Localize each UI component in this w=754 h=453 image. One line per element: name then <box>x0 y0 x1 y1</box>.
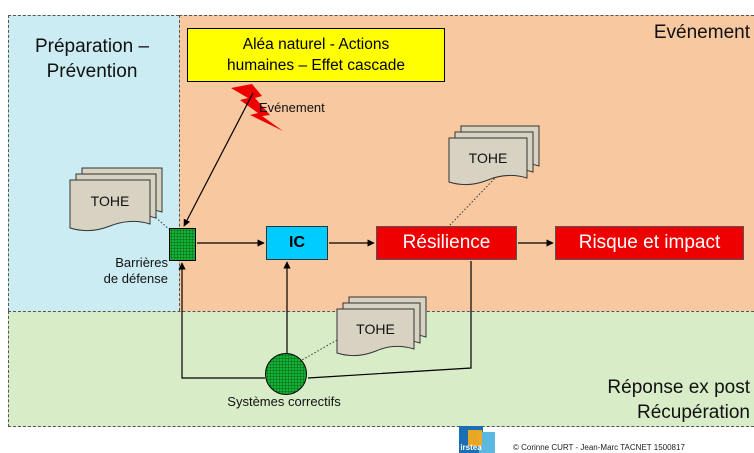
tohe-bottom-leader <box>301 339 338 361</box>
preparation-label: Préparation – Prévention <box>34 36 150 82</box>
resilience-feedback-line <box>307 261 472 379</box>
lightning-label: Evénement <box>259 100 325 115</box>
response-label: Réponse ex post Récupération <box>607 377 750 423</box>
corrective-to-barrier-arrow <box>178 262 265 379</box>
tohe-label-left: TOHE <box>90 193 130 209</box>
resilience-node: Résilience <box>376 226 517 260</box>
lightning-bolt-icon <box>231 84 283 131</box>
tohe-document-icon-bottom <box>336 296 427 357</box>
tohe-document-icon-left <box>69 167 163 232</box>
tohe-label-bottom: TOHE <box>356 321 395 337</box>
tohe-document-icon-top <box>448 125 540 186</box>
logo-text: irstea <box>460 443 482 452</box>
zone-preparation <box>8 15 179 311</box>
tohe-top-leader <box>448 175 498 227</box>
event-arrow <box>183 92 254 227</box>
hazard-box: Aléa naturel - Actions humaines – Effet … <box>187 28 445 82</box>
corrective-systems-node <box>265 353 307 395</box>
corrective-label: Systèmes correctifs <box>227 394 341 409</box>
copyright-text: © Corinne CURT - Jean-Marc TACNET 150081… <box>513 443 685 452</box>
defense-barrier <box>169 228 196 261</box>
event-zone-label: Evénement <box>653 22 750 43</box>
tohe-label-top: TOHE <box>468 150 508 166</box>
barrier-label: Barrières de défense <box>103 255 168 286</box>
ic-node: IC <box>266 226 328 260</box>
risk-impact-node: Risque et impact <box>555 226 744 260</box>
irstea-logo <box>459 426 495 453</box>
